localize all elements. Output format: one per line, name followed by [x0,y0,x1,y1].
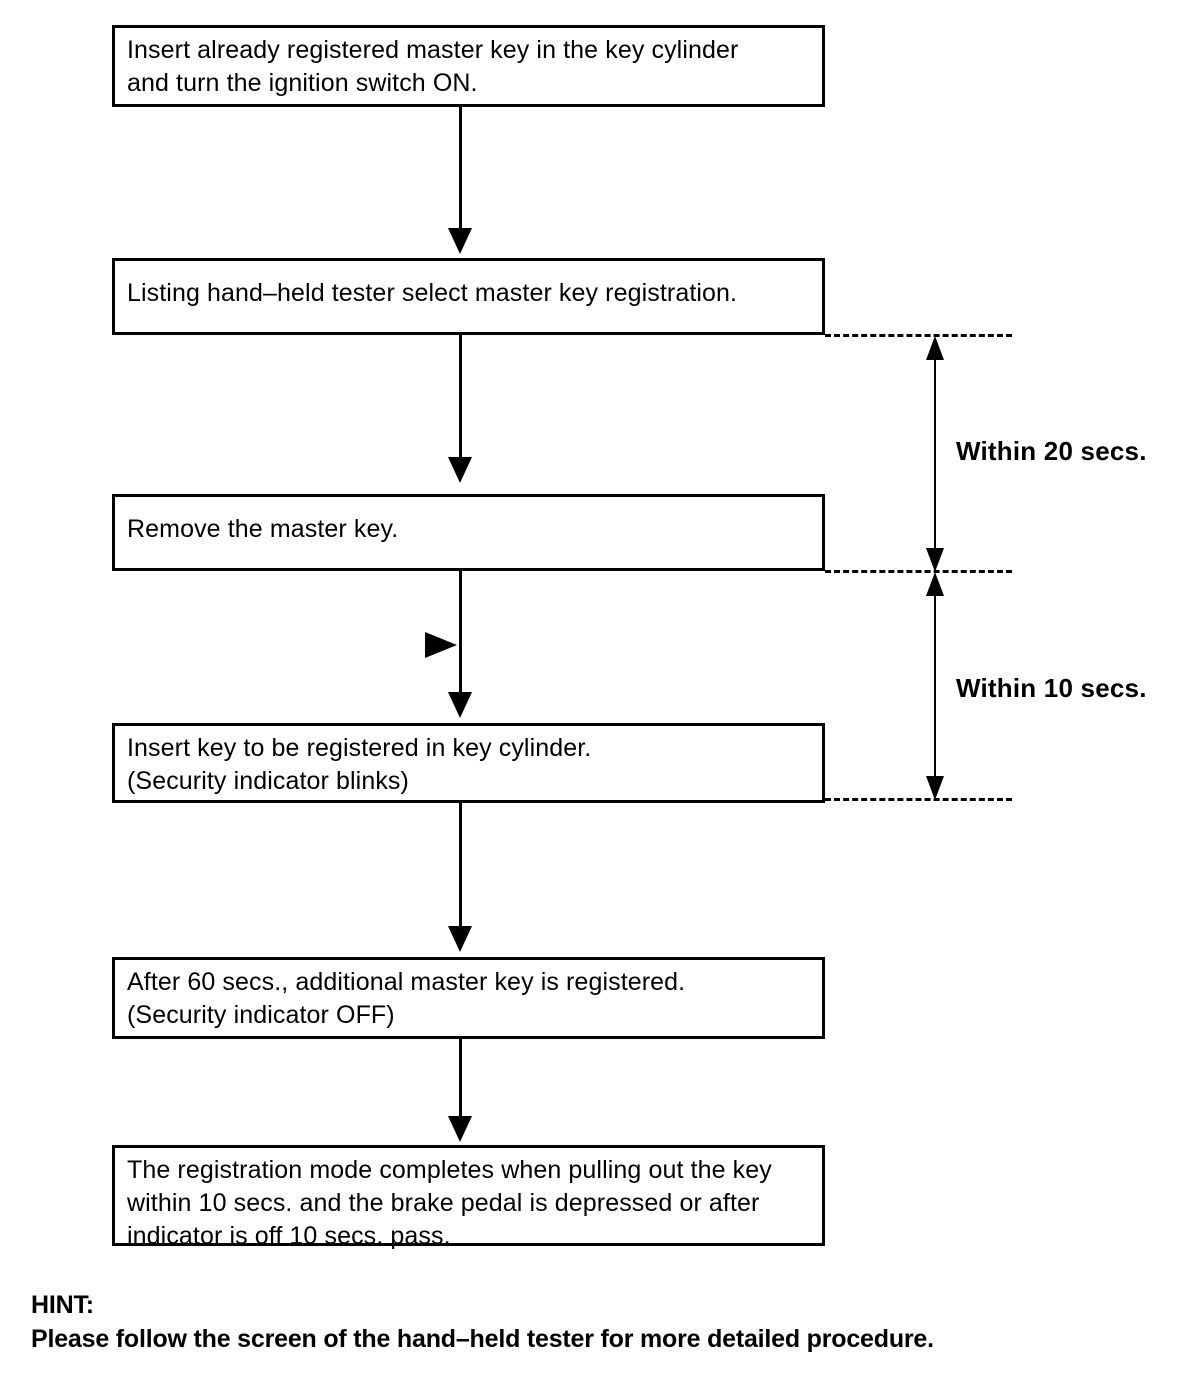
flow-step-4-box: Insert key to be registered in key cylin… [112,723,825,803]
flow-step-2-box: Listing hand–held tester select master k… [112,258,825,335]
timing-1-dimension-line [934,345,936,560]
connector-3-4-arrowhead-icon [448,692,472,718]
connector-4-5-arrowhead-icon [448,926,472,952]
connector-2-3-line [459,335,462,459]
flow-step-5-box: After 60 secs., additional master key is… [112,957,825,1039]
connector-2-3-arrowhead-icon [448,457,472,483]
timing-2-dimension-line [934,582,936,790]
connector-5-6-arrowhead-icon [448,1116,472,1142]
timing-reference-line-middle [825,570,1012,573]
flow-step-3-box: Remove the master key. [112,494,825,571]
hint-body: Please follow the screen of the hand–hel… [31,1325,934,1353]
timing-2-label: Within 10 secs. [956,673,1147,703]
timing-1-arrowhead-down-icon [926,548,944,572]
timing-reference-line-top [825,334,1012,337]
timing-reference-line-bottom [825,798,1012,801]
flow-step-6-box: The registration mode completes when pul… [112,1145,825,1250]
connector-5-6-line [459,1039,462,1119]
connector-1-2-line [459,107,462,230]
timing-1-label: Within 20 secs. [956,436,1147,466]
connector-1-2-arrowhead-icon [448,228,472,254]
connector-3-4-line [459,571,462,696]
hint-heading: HINT: [31,1291,94,1319]
timing-2-arrowhead-down-icon [926,776,944,800]
flow-step-1-box: Insert already registered master key in … [112,25,825,107]
connector-3-4-side-arrowhead-icon [425,632,457,658]
connector-4-5-line [459,803,462,929]
